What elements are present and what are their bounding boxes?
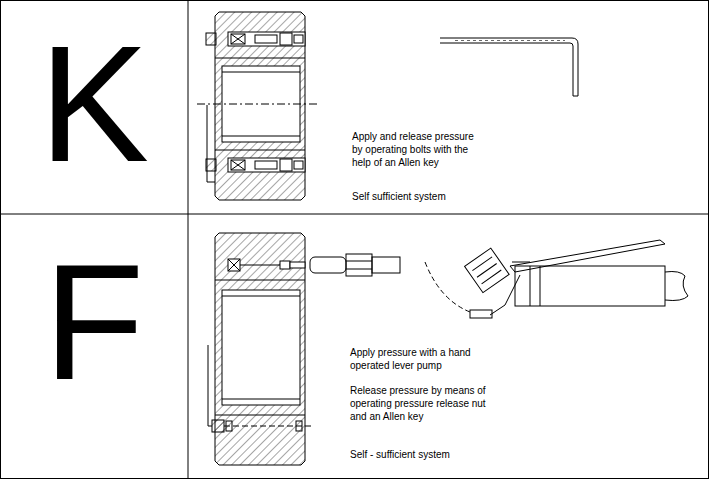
operation-note: Apply and release pressure by operating … <box>352 130 484 169</box>
row-letter: K <box>0 22 188 187</box>
release-note: Release pressure by means of operating p… <box>350 384 490 423</box>
row-letter: F <box>0 240 188 405</box>
system-note: Self sufficient system <box>352 190 484 203</box>
operation-note: Apply pressure with a hand operated leve… <box>350 346 482 372</box>
system-note: Self - sufficient system <box>350 448 490 461</box>
